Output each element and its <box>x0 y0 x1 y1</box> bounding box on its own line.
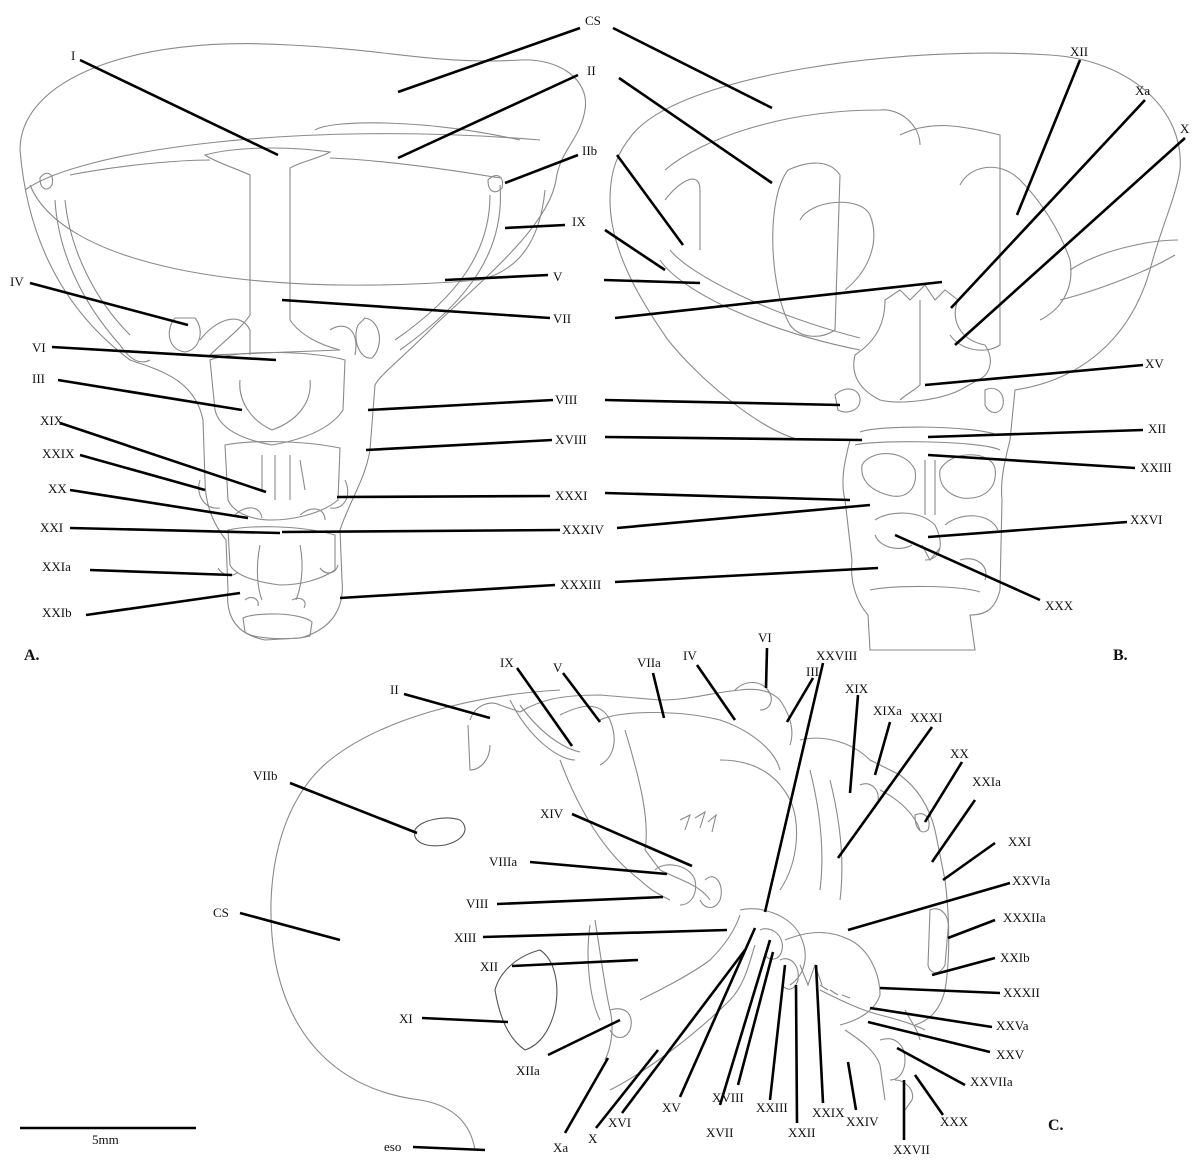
label-c-xii: XII <box>480 959 498 974</box>
label-c-viiia: VIIIa <box>489 854 517 869</box>
panel-c-leaders <box>240 648 1010 1150</box>
label-c-ix: IX <box>500 655 514 670</box>
label-c-xviii: XVIII <box>712 1090 744 1105</box>
label-c-xxxiia: XXXIIa <box>1003 910 1046 925</box>
label-c-x: X <box>588 1131 598 1146</box>
label-c-xxiii: XXIII <box>756 1100 788 1115</box>
scale-bar: 5mm <box>20 1128 196 1147</box>
panel-a-leaders <box>30 28 580 615</box>
label-a-iv: IV <box>10 274 24 289</box>
label-c-xxxi: XXXI <box>910 710 943 725</box>
label-c-xa: Xa <box>553 1140 568 1155</box>
label-c-ii: II <box>390 682 399 697</box>
label-a-xxi: XXI <box>40 520 63 535</box>
label-c-xxvia: XXVIa <box>1012 873 1050 888</box>
label-a-xix: XIX <box>40 413 64 428</box>
label-a-xxix: XXIX <box>42 446 75 461</box>
label-b-xii-top: XII <box>1070 44 1088 59</box>
label-b-xxvi: XXVI <box>1130 512 1163 527</box>
panel-c-drawing <box>271 683 949 1151</box>
label-c-xxviii: XXVIII <box>816 648 857 663</box>
label-a-cs: CS <box>585 13 601 28</box>
label-b-xxiii: XXIII <box>1140 460 1172 475</box>
label-c-iv: IV <box>683 648 697 663</box>
label-b-x: X <box>1180 121 1190 136</box>
label-a-vii: VII <box>553 311 571 326</box>
label-c-xxix: XXIX <box>812 1105 845 1120</box>
label-c-xxvii: XXVII <box>893 1142 930 1157</box>
panel-a-letter: A. <box>24 647 40 664</box>
label-a-xxia: XXIa <box>42 559 71 574</box>
label-c-xvi: XVI <box>608 1115 631 1130</box>
label-c-xxib: XXIb <box>1000 950 1030 965</box>
label-c-viii: VIII <box>466 896 488 911</box>
label-a-ix: IX <box>572 214 586 229</box>
label-c-xxviia: XXVIIa <box>970 1074 1013 1089</box>
panel-c-letter: C. <box>1048 1117 1064 1134</box>
label-c-viia: VIIa <box>637 655 661 670</box>
panel-b-labels: XII Xa X XV XII XXIII XXVI XXX B. <box>1045 44 1190 664</box>
panel-a-labels: CS I II IIb IX IV V VII VI III VIII XIX … <box>10 13 604 664</box>
panel-b-leaders <box>604 28 1185 600</box>
label-c-xxv: XXV <box>996 1047 1025 1062</box>
label-a-viii: VIII <box>555 392 577 407</box>
label-c-cs: CS <box>213 905 229 920</box>
label-a-vi: VI <box>32 340 46 355</box>
label-a-xxxiv: XXXIV <box>562 522 604 537</box>
label-c-eso: eso <box>384 1139 401 1154</box>
label-a-xxxiii: XXXIII <box>560 577 601 592</box>
label-c-v: V <box>553 660 563 675</box>
label-b-xxx: XXX <box>1045 598 1074 613</box>
label-a-xxib: XXIb <box>42 605 72 620</box>
label-c-xiia: XIIa <box>516 1063 540 1078</box>
label-c-vi: VI <box>758 630 772 645</box>
label-a-iib: IIb <box>582 143 597 158</box>
panel-c-labels: II IX V VIIa IV VI XXVIII III XIX XIXa X… <box>213 630 1064 1157</box>
label-c-xxii: XXII <box>788 1125 815 1140</box>
label-c-xix: XIX <box>845 681 869 696</box>
label-c-xixa: XIXa <box>873 703 902 718</box>
label-a-xx: XX <box>48 481 67 496</box>
label-b-xii: XII <box>1148 421 1166 436</box>
label-c-xiii: XIII <box>454 930 476 945</box>
label-c-xv: XV <box>662 1100 681 1115</box>
label-c-xxva: XXVa <box>996 1018 1029 1033</box>
panel-b-letter: B. <box>1113 647 1128 664</box>
label-a-xviii: XVIII <box>555 432 587 447</box>
label-b-xv: XV <box>1145 356 1164 371</box>
label-c-xvii: XVII <box>706 1125 733 1140</box>
label-c-xxia: XXIa <box>972 774 1001 789</box>
label-c-xxi: XXI <box>1008 834 1031 849</box>
label-c-xi: XI <box>399 1011 413 1026</box>
label-a-v: V <box>553 269 563 284</box>
label-a-ii: II <box>587 63 596 78</box>
label-c-xxx: XXX <box>940 1114 969 1129</box>
scale-bar-label: 5mm <box>92 1132 119 1147</box>
label-a-iii: III <box>32 371 45 386</box>
label-c-viib: VIIb <box>253 768 278 783</box>
label-a-i: I <box>71 48 75 63</box>
label-a-xxxi: XXXI <box>555 488 588 503</box>
label-b-xa: Xa <box>1135 83 1150 98</box>
label-c-xxiv: XXIV <box>846 1114 879 1129</box>
label-c-xiv: XIV <box>540 806 564 821</box>
label-c-iii: III <box>806 664 819 679</box>
label-c-xxxii: XXXII <box>1003 985 1040 1000</box>
panel-a-drawing <box>20 44 586 640</box>
label-c-xx: XX <box>950 746 969 761</box>
panel-b-drawing <box>610 53 1180 650</box>
